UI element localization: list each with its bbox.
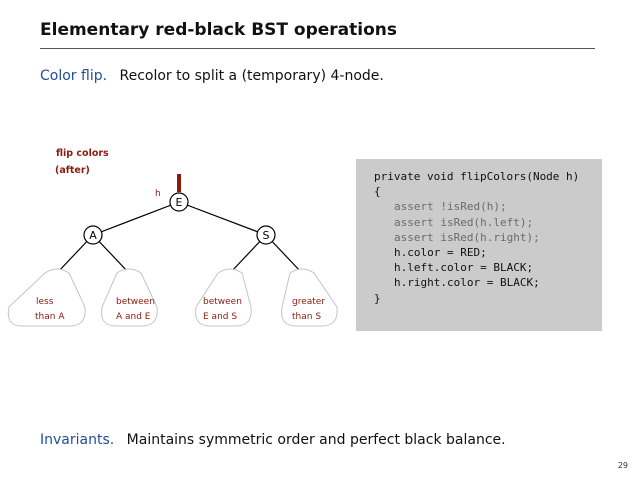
node-e: E bbox=[169, 192, 189, 212]
subtitle-line: Color flip. Recolor to split a (temporar… bbox=[40, 68, 384, 84]
code-statement-line: h.color = RED; bbox=[394, 246, 487, 260]
code-assert-line: assert isRed(h.right); bbox=[394, 230, 540, 244]
code-block: private void flipColors(Node h) { assert… bbox=[374, 169, 579, 306]
link-e-s bbox=[178, 201, 267, 236]
link-e-a bbox=[92, 201, 180, 236]
node-s: S bbox=[256, 225, 276, 245]
invariants-line: Invariants. Maintains symmetric order an… bbox=[40, 432, 506, 448]
pointer-label-h: h bbox=[155, 189, 161, 199]
invariants-lead: Invariants. bbox=[40, 432, 115, 448]
code-statement-line: h.right.color = BLACK; bbox=[394, 276, 540, 290]
color-flip-diagram: flip colors (after) h less than A betwee… bbox=[7, 148, 338, 327]
subtree-label-line1: between bbox=[203, 297, 242, 307]
subtree-label-line2: than S bbox=[292, 312, 321, 322]
node-a-label: A bbox=[89, 229, 97, 242]
subtree-label-line1: greater bbox=[292, 297, 325, 307]
invariants-text: Maintains symmetric order and perfect bl… bbox=[126, 432, 506, 448]
subtree-label-line1: less bbox=[36, 297, 54, 307]
code-signature: private void flipColors(Node h) bbox=[374, 170, 580, 183]
caption-flip-colors: flip colors bbox=[56, 148, 109, 159]
caption-after: (after) bbox=[55, 165, 90, 176]
node-e-label: E bbox=[176, 196, 183, 209]
subtitle-lead: Color flip. bbox=[40, 68, 108, 84]
code-close-brace: } bbox=[374, 291, 381, 305]
subtree-label-line2: E and S bbox=[203, 312, 237, 322]
slide-title: Elementary red-black BST operations bbox=[40, 20, 398, 40]
subtree-label-line2: A and E bbox=[116, 312, 151, 322]
code-box: private void flipColors(Node h) { assert… bbox=[356, 159, 602, 331]
subtree-between-e-and-s: between E and S bbox=[195, 268, 252, 327]
subtree-label-line2: than A bbox=[35, 312, 65, 322]
code-assert-line: assert !isRed(h); bbox=[394, 200, 507, 214]
subtree-less-than-a: less than A bbox=[7, 268, 86, 327]
code-open-brace: { bbox=[374, 185, 381, 199]
page-number: 29 bbox=[617, 461, 628, 470]
subtree-between-a-and-e: between A and E bbox=[101, 268, 158, 327]
subtree-greater-than-s: greater than S bbox=[281, 268, 338, 327]
subtitle-text: Recolor to split a (temporary) 4-node. bbox=[119, 68, 384, 84]
code-assert-line: assert isRed(h.left); bbox=[394, 215, 534, 229]
title-rule bbox=[40, 48, 595, 49]
node-s-label: S bbox=[263, 229, 270, 242]
subtree-label-line1: between bbox=[116, 297, 155, 307]
node-a: A bbox=[83, 225, 103, 245]
code-statement-line: h.left.color = BLACK; bbox=[394, 261, 534, 275]
